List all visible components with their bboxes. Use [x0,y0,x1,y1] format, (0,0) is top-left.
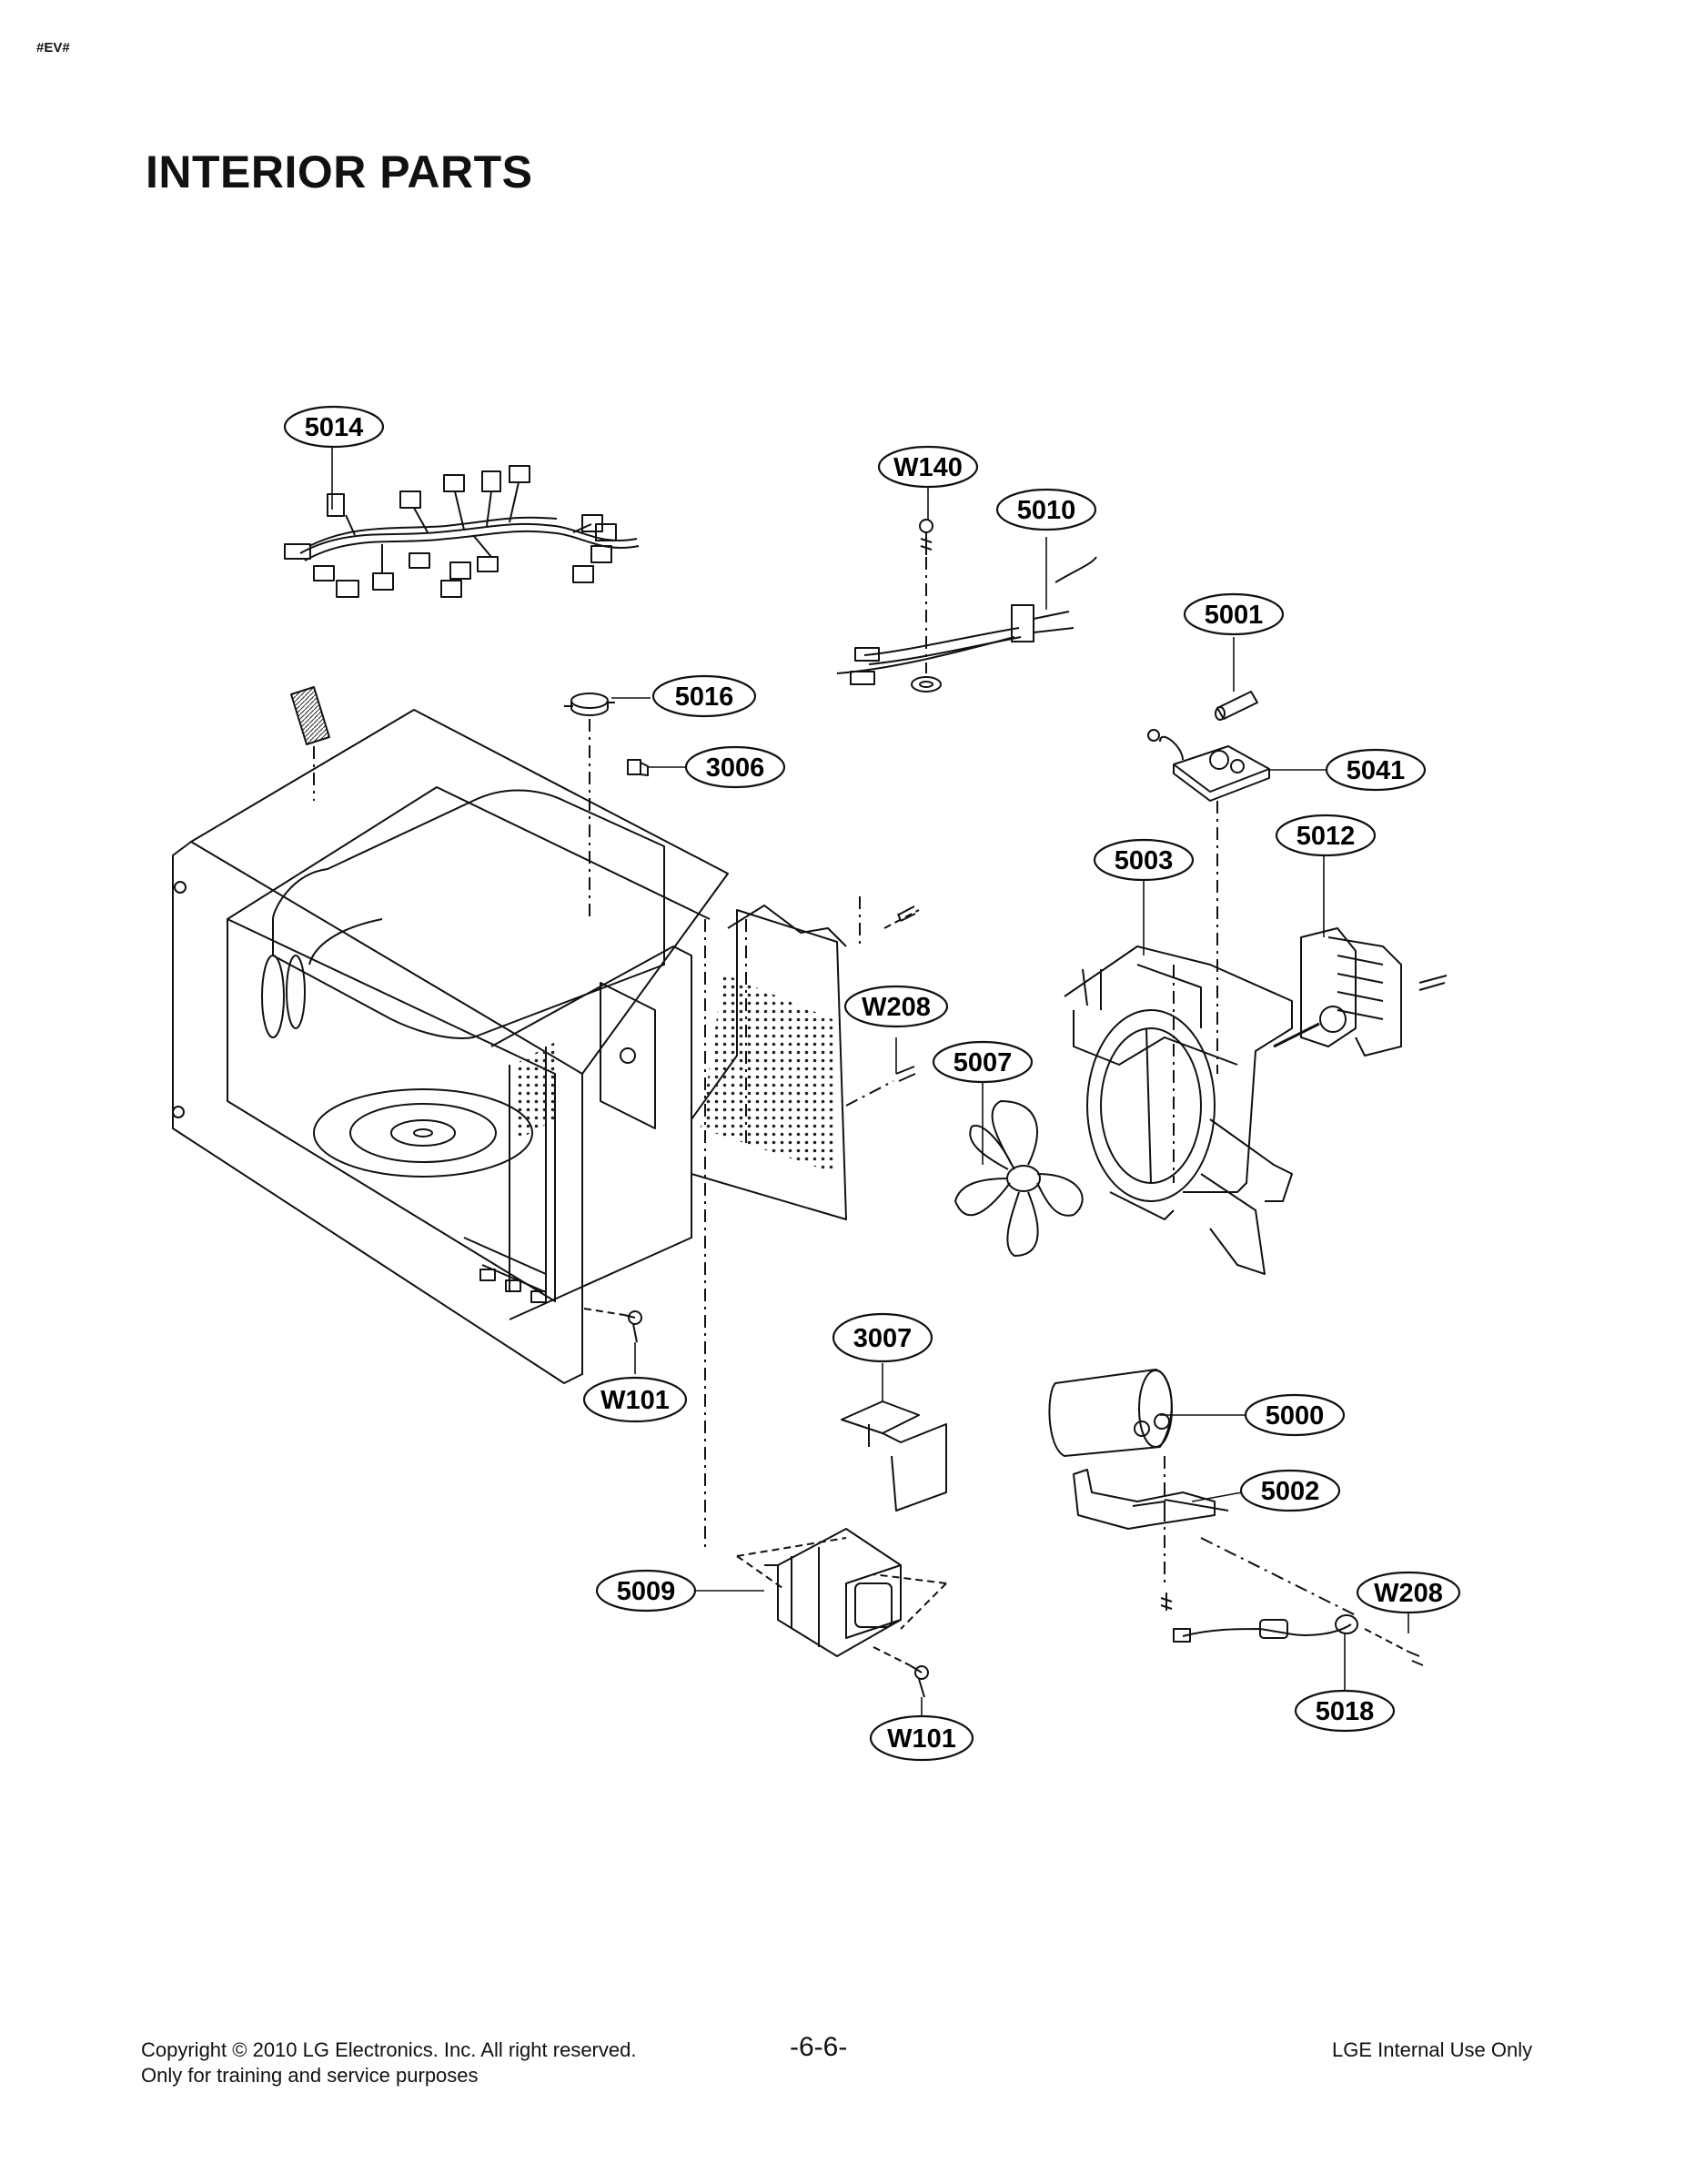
magnetron-housing-5003-drawing [1064,945,1293,1275]
wire-harness-drawing [284,465,640,598]
callout-5014: 5014 [283,405,385,449]
callout-5001: 5001 [1183,592,1285,636]
svg-text:W208: W208 [862,993,931,1022]
capacitor-5000-drawing [1048,1369,1173,1457]
callout-5018: 5018 [1294,1689,1396,1733]
callout-5003: 5003 [1093,838,1195,882]
svg-text:W208: W208 [1374,1579,1443,1608]
footer-purpose: Only for training and service purposes [141,2064,479,2087]
noise-filter-5041-drawing [1147,729,1270,1074]
svg-text:W101: W101 [887,1724,956,1754]
svg-text:5007: 5007 [953,1048,1013,1077]
screw-w208-bottom-drawing [1160,1537,1424,1666]
document-tag: #EV# [36,40,70,56]
power-harness-5010-drawing [836,556,1097,693]
callout-5000: 5000 [1244,1393,1346,1437]
bracket-5002-drawing [1073,1456,1229,1588]
callout-5041: 5041 [1325,748,1427,792]
screw-w208-top-drawing [845,905,920,1107]
svg-text:5000: 5000 [1266,1401,1325,1431]
callout-w140: W140 [877,445,979,489]
fuse-5001-drawing [1215,691,1258,721]
leader-lines [331,445,1409,1734]
callout-5016: 5016 [651,674,757,718]
part-3006-drawing [627,759,649,776]
callout-3007: 3007 [832,1312,933,1363]
svg-text:5014: 5014 [305,413,364,442]
footer-copyright: Copyright © 2010 LG Electronics. Inc. Al… [141,2038,637,2061]
callout-w208-bottom: W208 [1356,1571,1461,1614]
filter-pad-drawing [290,686,330,801]
fan-blade-5007-drawing [954,1100,1084,1257]
svg-text:5001: 5001 [1205,601,1264,630]
svg-text:W140: W140 [893,453,963,482]
screw-w101-bottom-drawing [873,1646,929,1698]
magnetron-5009-drawing [704,919,947,1657]
screw-w101-left-drawing [583,1308,642,1343]
part-5012-drawing [1273,927,1448,1057]
svg-text:3006: 3006 [706,753,765,783]
svg-text:5002: 5002 [1261,1477,1320,1506]
callout-w101-left: W101 [582,1376,688,1423]
callout-5007: 5007 [932,1040,1034,1084]
svg-text:5016: 5016 [675,682,734,712]
callout-5010: 5010 [995,488,1097,531]
screw-w140-drawing [919,519,933,673]
svg-text:W101: W101 [600,1386,670,1415]
callout-5009: 5009 [595,1569,697,1613]
svg-text:5010: 5010 [1017,496,1076,525]
callout-w208-top: W208 [843,985,949,1028]
callout-3006: 3006 [684,745,786,789]
page-title: INTERIOR PARTS [146,147,533,197]
svg-text:5018: 5018 [1316,1697,1375,1726]
footer-internal-use: LGE Internal Use Only [1332,2038,1533,2061]
callout-w101-bottom: W101 [869,1714,974,1762]
svg-text:3007: 3007 [853,1324,913,1353]
svg-text:5041: 5041 [1347,756,1406,785]
oven-cavity-drawing [172,709,729,1384]
page-number: -6-6- [790,2032,848,2062]
cord-5018-drawing [1173,1614,1358,1643]
thermostat-5016-drawing [564,693,615,919]
callout-5002: 5002 [1239,1469,1341,1512]
side-panel-drawing [691,896,861,1220]
svg-text:5003: 5003 [1115,846,1174,875]
bracket-3007-drawing [841,1400,947,1512]
svg-text:5009: 5009 [617,1577,676,1606]
svg-text:5012: 5012 [1297,822,1356,851]
callout-5012: 5012 [1275,814,1377,857]
footer-copyright-block: Copyright © 2010 LG Electronics. Inc. Al… [141,2037,636,2088]
